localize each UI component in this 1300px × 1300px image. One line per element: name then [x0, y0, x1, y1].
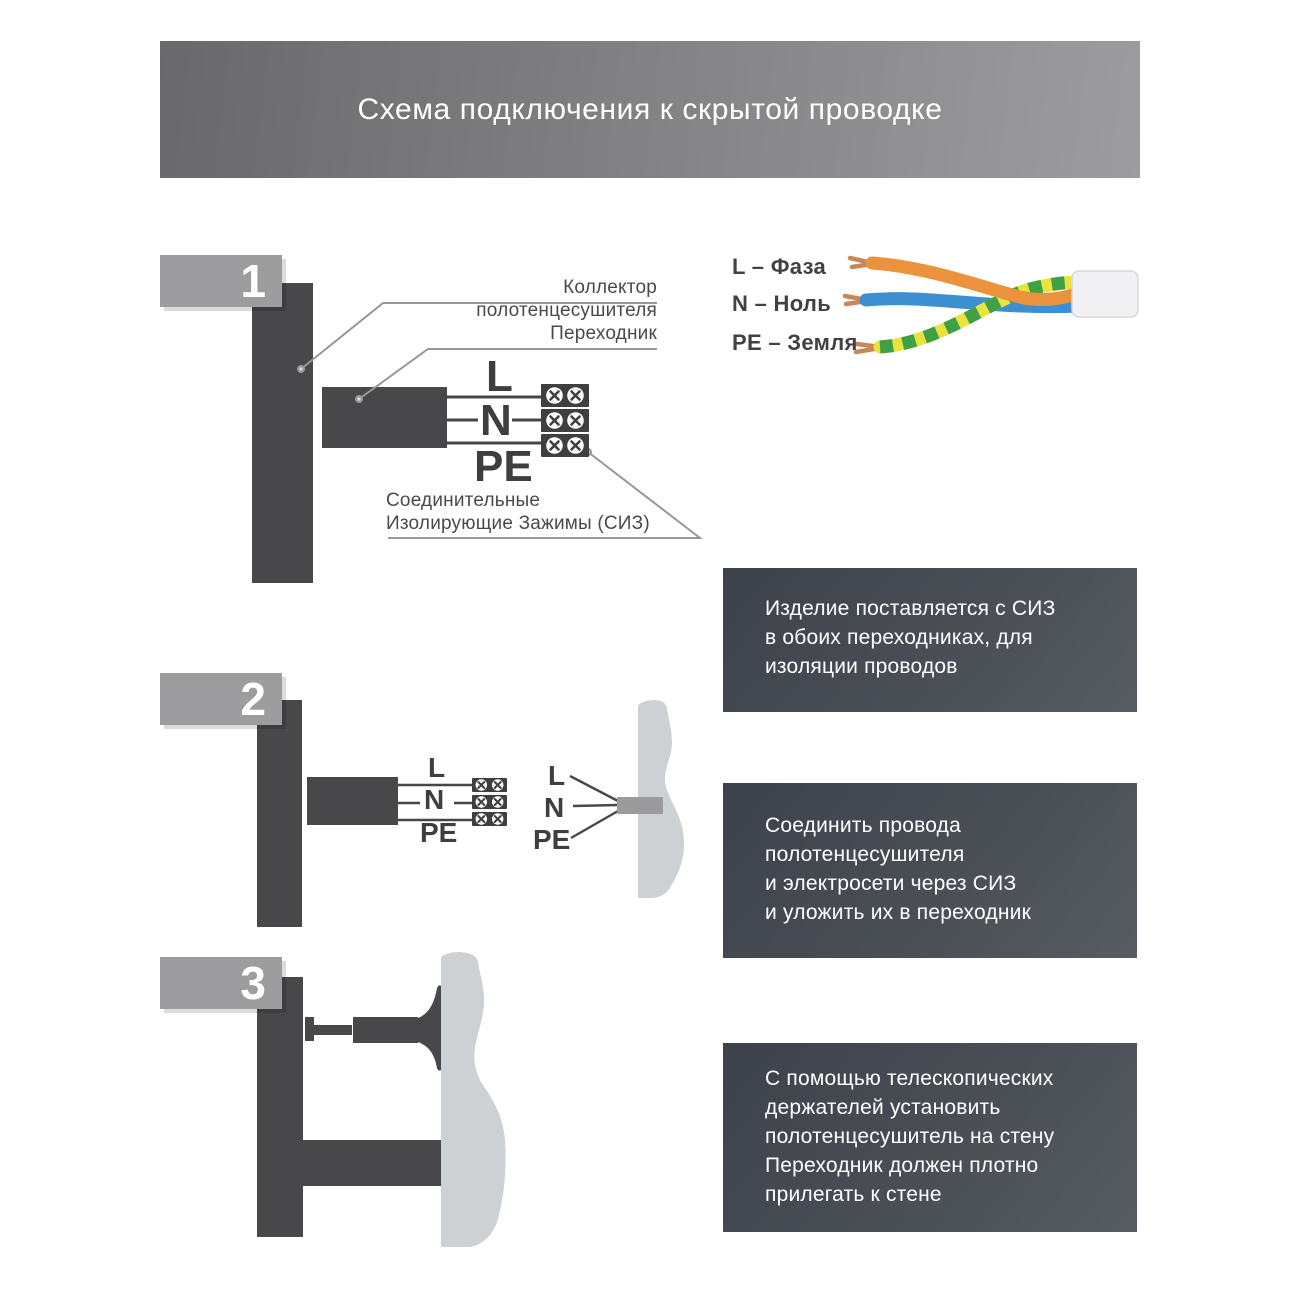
info-box-3: С помощью телескопических держателей уст… [723, 1043, 1137, 1232]
step3-number-badge: 3 [160, 957, 282, 1009]
cable-sheath [1071, 270, 1139, 318]
adapter-label: Переходник [550, 323, 657, 344]
info-box-3-line: держателей установить [765, 1096, 1001, 1119]
step3-telescopic-holder [305, 985, 441, 1071]
step1-adapter-box [322, 387, 447, 448]
step3-adapter-against-wall [303, 1140, 441, 1186]
info-box-3-line: полотенцесушитель на стену [765, 1125, 1055, 1148]
info-box-2-line: Соединить провода [765, 814, 961, 837]
neutral-wire-blue [859, 292, 1087, 314]
siz-label-line1: Соединительные [386, 490, 541, 511]
legend-earth: PE – Земля [732, 330, 858, 355]
holder-flange [418, 985, 441, 1071]
info-box-2-line: и электросети через СИЗ [765, 872, 1017, 895]
siz-label-line2: Изолирующие Зажимы (СИЗ) [386, 513, 650, 534]
step2-terminal-L: L [428, 752, 446, 783]
info-box-2: Соединить провода полотенцесушителя и эл… [723, 783, 1137, 958]
step2-number-badge: 2 [160, 673, 282, 725]
info-box-1: Изделие поставляется с СИЗ в обоих перех… [723, 568, 1137, 712]
step2-wall-lead-lines [569, 774, 619, 840]
step1-siz-terminal-icons [541, 384, 589, 457]
info-box-3-line: прилегать к стене [765, 1183, 942, 1206]
step3-wall-shape [441, 952, 506, 1247]
step2-terminal-PE: PE [420, 817, 458, 848]
info-box-2-line: полотенцесушителя [765, 843, 965, 866]
step2-wall-L: L [548, 760, 566, 791]
legend-phase: L – Фаза [732, 254, 827, 279]
step1-terminal-L: L [486, 352, 513, 401]
step2-terminal-N: N [424, 784, 445, 815]
siz-label: Соединительные Изолирующие Зажимы (СИЗ) [386, 489, 650, 535]
step3-number: 3 [240, 957, 266, 1009]
step1-terminal-N: N [480, 396, 512, 445]
step2-adapter-box [307, 777, 398, 825]
info-box-1-line: изоляции проводов [765, 655, 958, 678]
step1-number: 1 [240, 255, 266, 307]
step3-collector-pipe [257, 977, 303, 1237]
step2-wall-N: N [544, 792, 565, 823]
step2-wall-outlet-stub [617, 797, 663, 814]
collector-label: Коллектор полотенцесушителя [476, 277, 657, 321]
header-banner: Схема подключения к скрытой проводке [160, 41, 1140, 178]
step2-wires [398, 783, 472, 822]
step1-number-badge: 1 [160, 255, 282, 307]
step1-wires [447, 395, 541, 445]
legend-neutral: N – Ноль [732, 291, 832, 316]
step1-collector-pipe [252, 283, 313, 583]
page-title: Схема подключения к скрытой проводке [357, 92, 943, 126]
info-box-3-line: Переходник должен плотно [765, 1154, 1039, 1177]
step2-siz-terminal-icons [472, 778, 507, 826]
step2-number: 2 [240, 673, 266, 725]
info-box-1-line: в обоих переходниках, для [765, 626, 1033, 649]
info-box-1-line: Изделие поставляется с СИЗ [765, 597, 1056, 620]
step2-wall-PE: PE [533, 824, 571, 855]
phase-wire-orange [865, 256, 1087, 306]
step1-leader-lines [297, 302, 703, 539]
info-box-2-line: и уложить их в переходник [765, 901, 1031, 924]
cable-illustration [842, 255, 1139, 355]
info-box-3-line: С помощью телескопических [765, 1067, 1054, 1090]
step1-terminal-PE: PE [474, 442, 533, 491]
step2-collector-pipe [257, 700, 302, 927]
